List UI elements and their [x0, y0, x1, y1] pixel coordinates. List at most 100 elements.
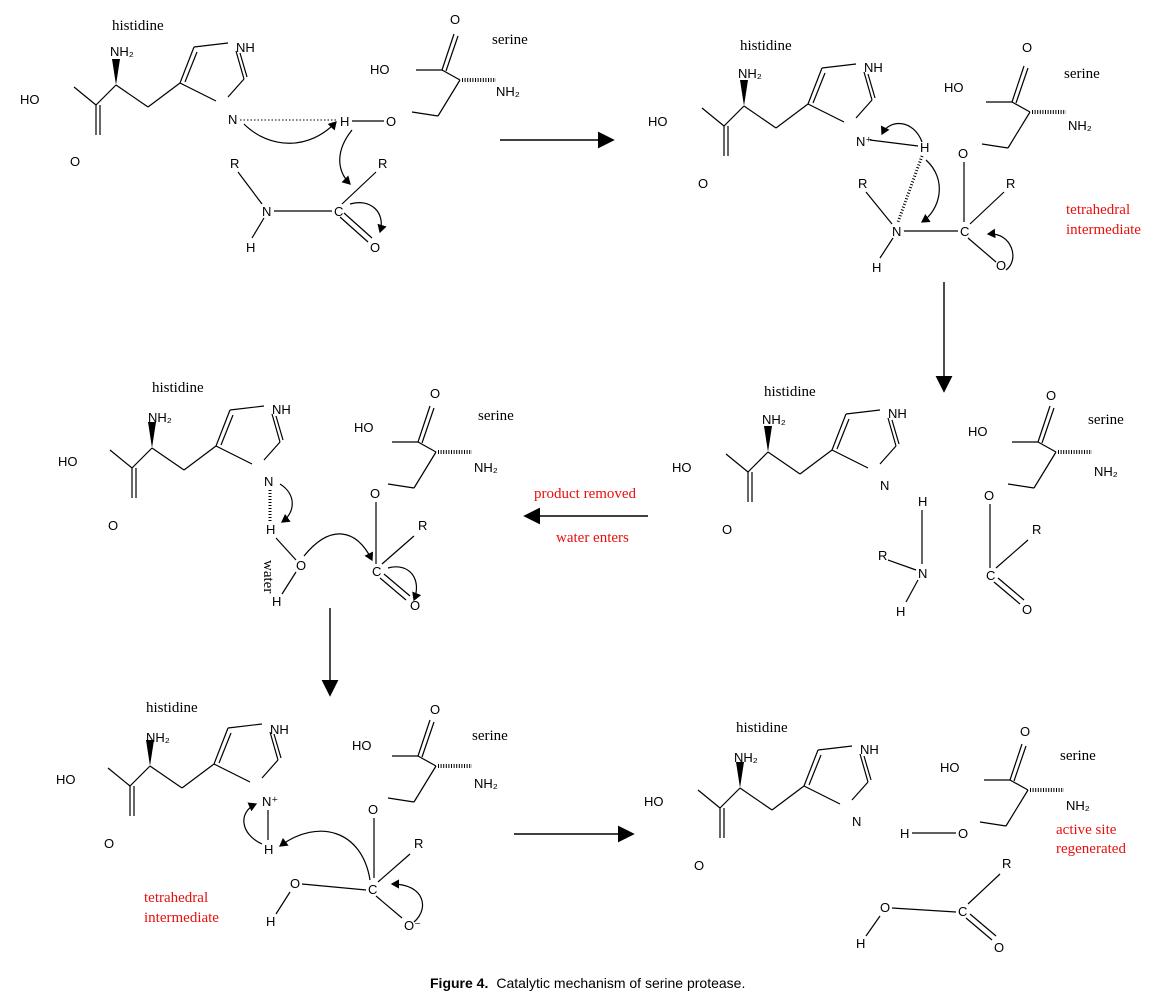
atom-o: O: [370, 486, 380, 501]
caption-label: Figure 4.: [430, 975, 488, 991]
atom-c: C: [368, 882, 377, 897]
svg-text:Figure 4. Catalytic mech: Figure 4. Catalytic mechanism of serine …: [430, 975, 745, 992]
atom-c: C: [960, 224, 969, 239]
atom-o-minus: O⁻: [404, 918, 421, 933]
atom-o: O: [368, 802, 378, 817]
intermediate-label: intermediate: [144, 910, 219, 926]
atom-o: O: [994, 940, 1004, 955]
atom-n-plus: N⁺: [856, 134, 872, 149]
atom-o: O: [450, 12, 460, 27]
water-enters-label: water enters: [556, 530, 629, 546]
atom-o: O: [1022, 602, 1032, 617]
histidine-label: histidine: [736, 720, 788, 736]
tetrahedral-label: tetrahedral: [1066, 202, 1130, 218]
serine-label: serine: [1088, 412, 1124, 428]
atom-n: N: [880, 478, 889, 493]
atom-nh2: NH₂: [110, 44, 134, 59]
panel-6: histidine serine NH₂ HO O NH N HO O NH₂ …: [644, 720, 1126, 955]
atom-h: H: [896, 604, 905, 619]
atom-ho: HO: [56, 772, 76, 787]
water-label: water: [260, 560, 276, 593]
serine-label: serine: [472, 728, 508, 744]
atom-nh2: NH₂: [1094, 464, 1118, 479]
atom-ho: HO: [20, 92, 40, 107]
atom-h: H: [920, 140, 929, 155]
atom-o: O: [1022, 40, 1032, 55]
atom-nh2: NH₂: [762, 412, 786, 427]
panel-5: histidine serine NH₂ HO O NH N⁺ H HO O N…: [56, 700, 508, 933]
atom-o: O: [958, 146, 968, 161]
product-removed-label: product removed: [534, 486, 637, 502]
figure-caption: Figure 4. Catalytic mechanism of serine …: [430, 975, 745, 992]
atom-n-plus: N⁺: [262, 794, 278, 809]
atom-nh: NH: [272, 402, 291, 417]
tetrahedral-label: tetrahedral: [144, 890, 208, 906]
atom-o: O: [108, 518, 118, 533]
histidine-label: histidine: [740, 38, 792, 54]
atom-nh2: NH₂: [1066, 798, 1090, 813]
panel-4: histidine serine NH₂ HO O NH N HO O NH₂ …: [58, 380, 514, 613]
atom-o: O: [410, 598, 420, 613]
active-site-label: active site: [1056, 822, 1117, 838]
atom-nh2: NH₂: [1068, 118, 1092, 133]
atom-o: O: [722, 522, 732, 537]
atom-c: C: [958, 904, 967, 919]
atom-c: C: [372, 564, 381, 579]
histidine-label: histidine: [146, 700, 198, 716]
caption-text: Catalytic mechanism of serine protease.: [496, 975, 745, 991]
atom-nh: NH: [270, 722, 289, 737]
atom-nh: NH: [860, 742, 879, 757]
serine-label: serine: [1064, 66, 1100, 82]
atom-r: R: [1006, 176, 1015, 191]
panel-2: histidine serine NH₂ HO O NH N⁺ H HO O N…: [648, 38, 1141, 275]
atom-nh: NH: [864, 60, 883, 75]
atom-ho: HO: [354, 420, 374, 435]
atom-n: N: [892, 224, 901, 239]
atom-c: C: [334, 204, 343, 219]
atom-o: O: [880, 900, 890, 915]
atom-o: O: [694, 858, 704, 873]
atom-o: O: [296, 558, 306, 573]
atom-ho: HO: [370, 62, 390, 77]
atom-ho: HO: [940, 760, 960, 775]
atom-ho: HO: [58, 454, 78, 469]
atom-o: O: [104, 836, 114, 851]
atom-o: O: [370, 240, 380, 255]
atom-nh2: NH₂: [474, 776, 498, 791]
atom-r: R: [414, 836, 423, 851]
atom-c: C: [986, 568, 995, 583]
atom-r: R: [1032, 522, 1041, 537]
atom-h: H: [918, 494, 927, 509]
atom-h: H: [264, 842, 273, 857]
reaction-arrows: product removed water enters: [321, 131, 953, 843]
panel-3: histidine serine NH₂ HO O NH N HO O NH₂ …: [672, 384, 1124, 619]
atom-nh2: NH₂: [496, 84, 520, 99]
atom-h: H: [340, 114, 349, 129]
serine-label: serine: [478, 408, 514, 424]
atom-h: H: [266, 522, 275, 537]
atom-ho: HO: [352, 738, 372, 753]
atom-h: H: [246, 240, 255, 255]
atom-o: O: [1020, 724, 1030, 739]
histidine-label: histidine: [152, 380, 204, 396]
atom-n: N: [918, 566, 927, 581]
atom-nh2: NH₂: [734, 750, 758, 765]
atom-r: R: [418, 518, 427, 533]
atom-r: R: [1002, 856, 1011, 871]
atom-ho: HO: [644, 794, 664, 809]
atom-o: O: [984, 488, 994, 503]
histidine-label: histidine: [764, 384, 816, 400]
serine-label: serine: [492, 32, 528, 48]
atom-ho: HO: [648, 114, 668, 129]
atom-n: N: [228, 112, 237, 127]
atom-h: H: [856, 936, 865, 951]
regenerated-label: regenerated: [1056, 841, 1126, 857]
atom-ho: HO: [672, 460, 692, 475]
atom-r: R: [878, 548, 887, 563]
atom-o: O: [430, 702, 440, 717]
atom-h: H: [266, 914, 275, 929]
histidine-label: histidine: [112, 18, 164, 34]
panel-1: histidine serine NH₂ HO O NH N HO O NH₂ …: [20, 12, 528, 255]
atom-o: O: [698, 176, 708, 191]
